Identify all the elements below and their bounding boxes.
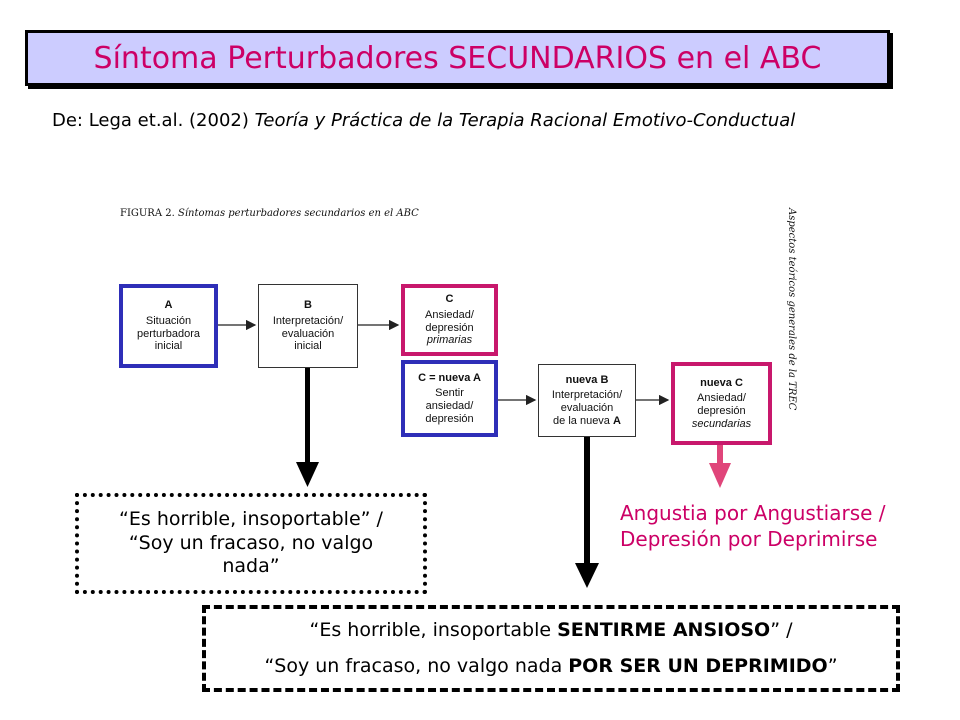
box-nueva-c-line: depresión	[697, 405, 746, 417]
box-a-line: inicial	[154, 340, 183, 353]
dashed-line-2-post: ”	[827, 654, 838, 677]
source-citation: De: Lega et.al. (2002) Teoría y Práctica…	[52, 110, 795, 131]
dashed-line-2-pre: “Soy un fracaso, no valgo nada	[264, 654, 569, 677]
dotted-box-line: “Es horrible, insoportable” /	[119, 507, 383, 530]
box-a-head: A	[164, 299, 173, 312]
box-nueva-b-line: Interpretación/	[551, 389, 623, 402]
box-c-nueva-a-line: Sentir	[435, 387, 464, 400]
box-nueva-b-last-text: de la nueva	[553, 414, 613, 427]
box-b-line: inicial	[294, 340, 322, 353]
dashed-line-1-post: ” /	[770, 619, 793, 642]
dotted-thought-box: “Es horrible, insoportable” / “Soy un fr…	[75, 493, 427, 594]
box-c: C Ansiedad/ depresión primarias	[401, 284, 498, 356]
box-c-line: Ansiedad/	[425, 308, 474, 321]
box-c-head: C	[445, 293, 454, 306]
box-b: B Interpretación/ evaluación inicial	[258, 284, 358, 368]
box-a-line: perturbadora	[137, 327, 200, 340]
box-c-italic: primarias	[426, 334, 473, 347]
box-c-nueva-a-head: C = nueva A	[418, 371, 481, 384]
box-b-line: Interpretación/	[272, 314, 344, 327]
dotted-box-line: nada”	[222, 555, 280, 578]
box-a-line: Situación	[145, 314, 192, 327]
dashed-box-line-2: “Soy un fracaso, no valgo nada POR SER U…	[264, 649, 837, 684]
box-c-nueva-a-line: ansiedad/	[425, 400, 474, 412]
box-c-nueva-a-line: depresión	[425, 412, 474, 425]
box-b-line: evaluación	[281, 327, 335, 340]
dashed-thought-box: “Es horrible, insoportable SENTIRME ANSI…	[202, 605, 900, 692]
box-nueva-c-italic: secundarias	[691, 417, 752, 430]
box-nueva-c: nueva C Ansiedad/ depresión secundarias	[671, 362, 772, 445]
box-nueva-b-last: de la nueva A	[553, 415, 621, 428]
box-c-nueva-a: C = nueva A Sentir ansiedad/ depresión	[401, 360, 498, 437]
dashed-line-2-bold: POR SER UN DEPRIMIDO	[568, 654, 828, 677]
box-nueva-c-line: Ansiedad/	[697, 392, 746, 405]
box-nueva-b: nueva B Interpretación/ evaluación de la…	[538, 364, 636, 437]
box-nueva-c-head: nueva C	[700, 376, 743, 389]
secondary-symptom-text: Angustia por Angustiarse / Depresión por…	[620, 500, 886, 552]
figure-caption: FIGURA 2. Síntomas perturbadores secunda…	[120, 208, 419, 219]
dashed-box-line-1: “Es horrible, insoportable SENTIRME ANSI…	[309, 613, 792, 648]
box-nueva-b-head: nueva B	[565, 373, 609, 386]
arrow-b-to-dotted-box	[296, 368, 319, 487]
slide-title: Síntoma Perturbadores SECUNDARIOS en el …	[93, 40, 822, 76]
box-c-line: depresión	[425, 321, 474, 334]
title-banner: Síntoma Perturbadores SECUNDARIOS en el …	[25, 30, 890, 86]
box-b-head: B	[304, 299, 312, 312]
source-prefix: De: Lega et.al. (2002)	[52, 110, 255, 131]
dashed-line-1-pre: “Es horrible, insoportable	[309, 619, 558, 642]
arrow-nuevac-to-pink-text	[709, 445, 731, 488]
box-nueva-b-last-bold: A	[612, 414, 621, 427]
figure-caption-title: Síntomas perturbadores secundarios en el…	[177, 208, 419, 219]
source-work-title: Teoría y Práctica de la Terapia Racional…	[254, 110, 796, 131]
figure-label: FIGURA 2.	[120, 208, 175, 219]
dotted-box-line: “Soy un fracaso, no valgo	[128, 531, 374, 554]
dashed-line-1-bold: SENTIRME ANSIOSO	[557, 619, 771, 642]
pink-text-line: Depresión por Deprimirse	[620, 527, 878, 551]
pink-text-line: Angustia por Angustiarse /	[620, 501, 886, 525]
arrow-nuevab-to-dashed-box	[575, 437, 599, 588]
box-nueva-b-line: evaluación	[560, 402, 614, 414]
box-a: A Situación perturbadora inicial	[119, 284, 218, 368]
